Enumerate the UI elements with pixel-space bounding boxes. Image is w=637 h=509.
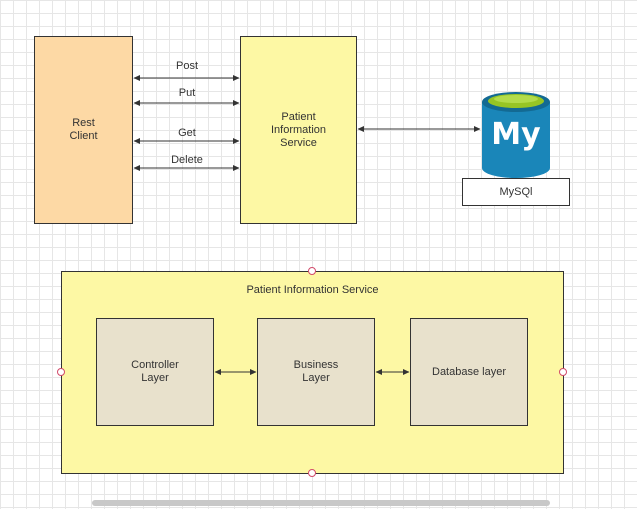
patient-information-service-box[interactable]: Patient Information Service xyxy=(240,36,357,224)
mysql-database-icon[interactable]: My xyxy=(480,90,552,180)
mysql-label: MySQl xyxy=(499,185,533,198)
resize-handle-top[interactable] xyxy=(308,267,316,275)
mysql-logo-text: My xyxy=(491,117,541,152)
controller-layer-box[interactable]: Controller Layer xyxy=(96,318,214,426)
mysql-cylinder-icon xyxy=(482,92,550,178)
post-label: Post xyxy=(175,60,198,72)
get-label: Get xyxy=(178,127,196,139)
business-layer-label: Business Layer xyxy=(293,359,339,384)
container-title: Patient Information Service xyxy=(246,284,379,296)
database-layer-box[interactable]: Database layer xyxy=(410,318,528,426)
rest-client-label: Rest Client xyxy=(69,117,98,142)
resize-handle-bottom[interactable] xyxy=(308,469,316,477)
database-layer-label: Database layer xyxy=(432,365,506,378)
horizontal-scrollbar[interactable] xyxy=(92,500,550,506)
put-label: Put xyxy=(178,87,196,99)
controller-layer-label: Controller Layer xyxy=(131,359,179,384)
rest-client-box[interactable]: Rest Client xyxy=(34,36,133,224)
resize-handle-left[interactable] xyxy=(57,368,65,376)
delete-label: Delete xyxy=(171,154,203,166)
mysql-label-box[interactable]: MySQl xyxy=(462,178,570,206)
business-layer-box[interactable]: Business Layer xyxy=(257,318,375,426)
resize-handle-right[interactable] xyxy=(559,368,567,376)
service-label: Patient Information Service xyxy=(270,110,327,149)
